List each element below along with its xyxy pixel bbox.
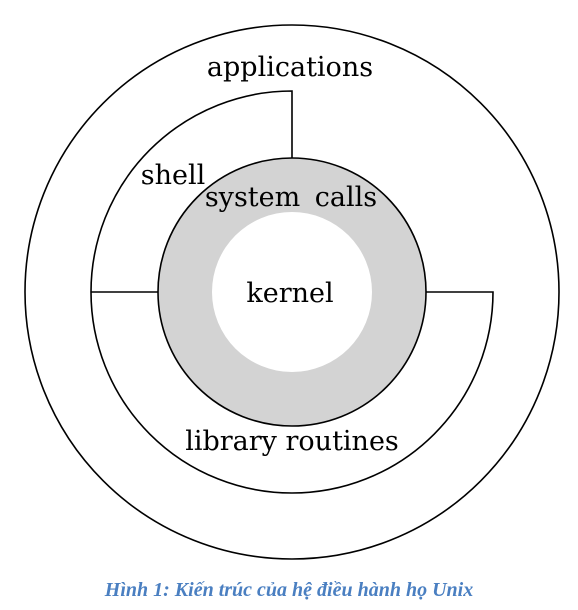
kernel-core bbox=[212, 212, 372, 372]
applications-label: applications bbox=[207, 52, 373, 83]
library-routines-layer bbox=[90, 291, 494, 494]
system-calls-label: system calls bbox=[205, 182, 377, 213]
library-routines-label: library routines bbox=[185, 426, 399, 457]
kernel-label: kernel bbox=[246, 278, 333, 309]
shell-label: shell bbox=[141, 160, 206, 191]
figure-caption: Hình 1: Kiến trúc của hệ điều hành họ Un… bbox=[104, 579, 474, 601]
shell-layer bbox=[90, 90, 293, 293]
unix-architecture-diagram: applications shell system calls kernel l… bbox=[24, 24, 560, 560]
